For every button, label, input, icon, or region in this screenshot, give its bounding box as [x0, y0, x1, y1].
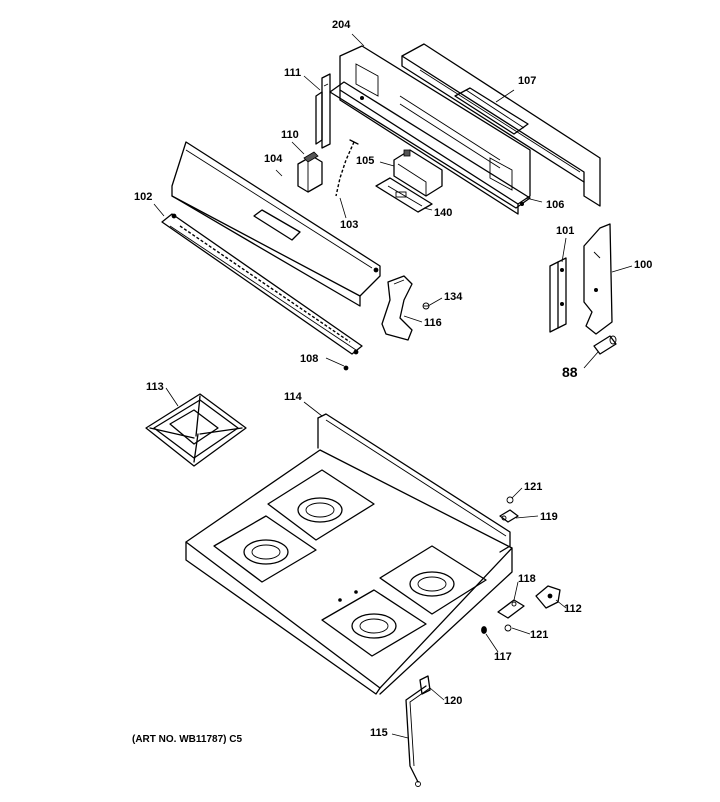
part-110-module: [297, 151, 323, 193]
art-number-caption: (ART NO. WB11787) C5: [132, 734, 242, 745]
callout-105: 105: [356, 155, 374, 167]
callout-140: 140: [434, 207, 452, 219]
part-111-side-bracket: [315, 73, 331, 149]
part-115-rod: [405, 685, 431, 787]
callout-117: 117: [494, 651, 512, 663]
callout-111: 111: [284, 67, 301, 79]
callout-104: 104: [264, 153, 283, 165]
part-104-manifold-panel: [171, 141, 381, 307]
part-116-bracket: [381, 275, 413, 341]
callout-134: 134: [444, 291, 463, 303]
callout-102: 102: [134, 191, 152, 203]
callout-115: 115: [370, 727, 388, 739]
part-113-grate: [145, 393, 247, 467]
callout-101: 101: [556, 225, 574, 237]
callout-114: 114: [284, 391, 303, 403]
callout-107: 107: [518, 75, 536, 87]
callout-204: 204: [332, 19, 351, 31]
part-114-cooktop: [185, 413, 513, 695]
part-102-manifold-rail: [161, 213, 363, 355]
callout-119: 119: [540, 511, 558, 523]
callout-110: 110: [281, 129, 299, 141]
part-118-hinge-plate: [497, 599, 525, 619]
part-103-harness: [335, 139, 359, 197]
callout-120: 120: [444, 695, 462, 707]
callout-100: 100: [634, 259, 652, 271]
part-106-backguard: [329, 45, 531, 215]
part-121-screw-lower: [504, 624, 512, 632]
part-119-hinge: [499, 509, 519, 523]
callout-106: 106: [546, 199, 564, 211]
part-100-end-cap: [583, 223, 613, 335]
part-112-latch: [535, 585, 561, 609]
part-121-screw-upper: [506, 496, 514, 504]
part-88-spacer: [593, 335, 617, 355]
callout-103: 103: [340, 219, 358, 231]
callout-112: 112: [564, 603, 582, 615]
part-107-vent-trim: [401, 43, 601, 207]
part-140-overlay: [375, 177, 433, 213]
callout-labels: 204 107 111 110 104 105 106 102 103 140 …: [132, 19, 652, 745]
part-117-plug: [481, 626, 487, 634]
callout-108: 108: [300, 353, 318, 365]
part-105-control-board: [393, 149, 443, 197]
callout-116: 116: [424, 317, 442, 329]
part-108-screw: [343, 365, 349, 371]
callout-88: 88: [562, 364, 578, 380]
callout-121-lower: 121: [530, 629, 548, 641]
leader-lines: [153, 33, 633, 739]
part-101-bracket: [549, 257, 567, 333]
callout-121-upper: 121: [524, 481, 542, 493]
callout-118: 118: [518, 573, 536, 585]
callout-113: 113: [146, 381, 164, 393]
